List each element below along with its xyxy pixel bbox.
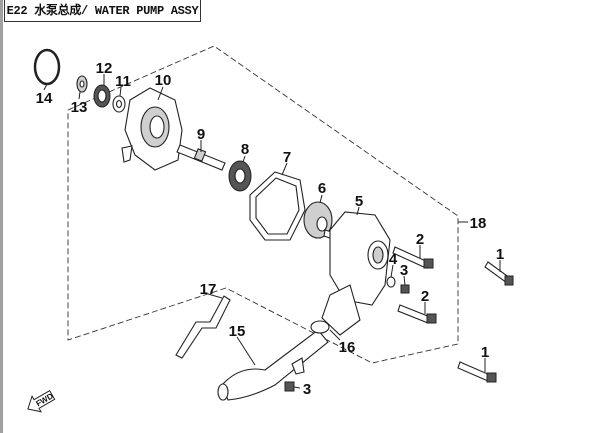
callout-2-lower: 2 <box>421 288 429 305</box>
part-3-bolt-lower <box>284 381 301 392</box>
part-1-bolt-upper <box>484 260 514 286</box>
part-4-washer <box>386 264 396 288</box>
callout-6: 6 <box>318 180 326 197</box>
callout-1-upper: 1 <box>496 246 504 263</box>
callout-2-upper: 2 <box>416 231 424 248</box>
part-7-gasket <box>249 162 306 241</box>
part-10-pump-cover <box>121 86 183 171</box>
part-12-bearing <box>93 74 111 108</box>
part-15-pipe <box>217 329 329 401</box>
callout-10: 10 <box>155 72 172 89</box>
callout-3-lower: 3 <box>303 381 311 398</box>
callout-3-upper: 3 <box>400 262 408 279</box>
part-17-hose <box>175 293 231 359</box>
callout-14: 14 <box>36 90 53 107</box>
part-9-shaft <box>176 140 226 171</box>
part-8-mechanical-seal <box>228 155 252 192</box>
part-14-oring <box>33 48 61 91</box>
callout-17: 17 <box>200 281 217 298</box>
diagram-title: E22 水泵总成/ WATER PUMP ASSY <box>4 0 201 22</box>
callout-1-lower: 1 <box>481 344 489 361</box>
callout-15: 15 <box>229 323 246 340</box>
callout-4: 4 <box>389 251 398 268</box>
left-border <box>0 0 3 433</box>
callout-16: 16 <box>339 339 356 356</box>
part-5-pump-body <box>321 206 391 336</box>
callout-12: 12 <box>96 60 113 77</box>
assembly-boundary <box>67 45 459 364</box>
fwd-arrow-icon: FWD <box>27 389 56 413</box>
callout-18: 18 <box>470 215 487 232</box>
part-13-seal <box>76 75 88 100</box>
part-1-bolt-lower <box>457 358 497 383</box>
callout-5: 5 <box>355 193 363 210</box>
callout-8: 8 <box>241 141 249 158</box>
callout-11: 11 <box>115 73 131 90</box>
part-2-bolt-lower <box>397 302 437 324</box>
part-11-washer <box>112 86 126 113</box>
part-16-oring <box>310 320 341 341</box>
callout-9: 9 <box>197 126 205 143</box>
callout-7: 7 <box>283 149 291 166</box>
callout-13: 13 <box>71 99 88 116</box>
part-2-bolt-upper <box>392 245 434 269</box>
part-3-bolt-upper <box>400 275 410 294</box>
